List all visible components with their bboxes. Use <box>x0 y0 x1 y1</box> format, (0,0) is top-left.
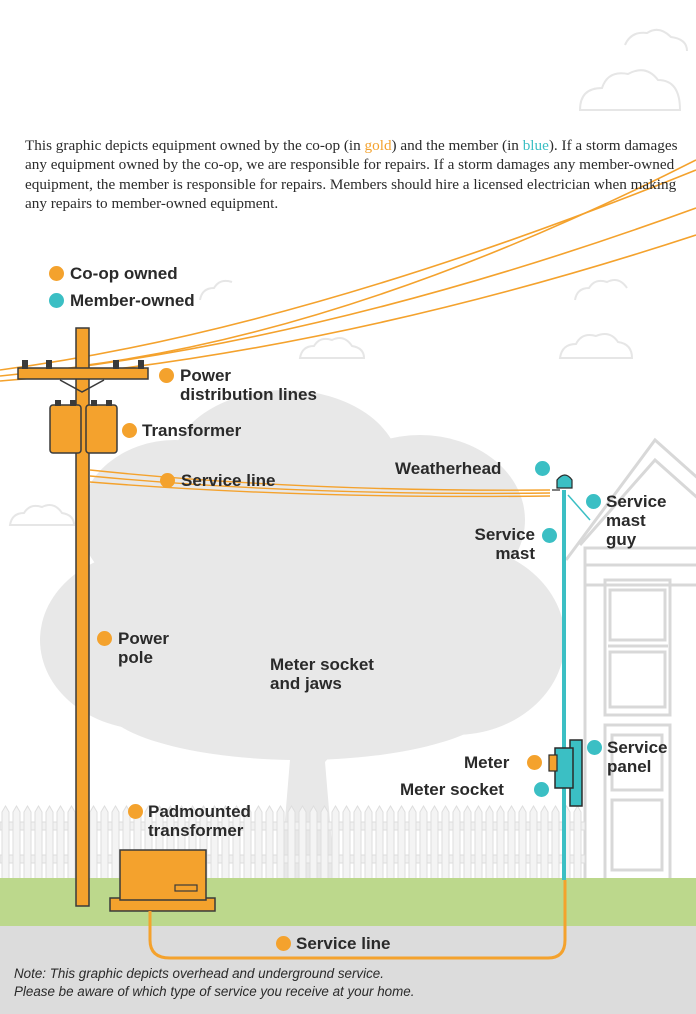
fence-picket <box>375 805 384 881</box>
meter-graphic <box>548 739 583 807</box>
fence-picket <box>540 805 549 881</box>
blue-word: blue <box>522 137 549 154</box>
gold-word: gold <box>364 137 392 154</box>
fence-picket <box>1 805 10 881</box>
service-mast-label: Service mast <box>474 525 536 563</box>
meter-socket-dot <box>534 782 549 797</box>
power-pole-graphic <box>17 327 149 907</box>
legend-coop-label: Co-op owned <box>70 264 178 283</box>
weatherhead-label: Weatherhead <box>395 459 502 478</box>
fence-picket <box>353 805 362 881</box>
service-line-underground-dot <box>276 936 291 951</box>
power-pole-dot <box>97 631 112 646</box>
fence-picket <box>111 805 120 881</box>
power-pole-label: Power pole <box>118 629 170 667</box>
fence-picket <box>254 805 263 881</box>
fence-picket <box>408 805 417 881</box>
clouds <box>8 28 688 526</box>
fence-picket <box>485 805 494 881</box>
underground-service-line-graphic <box>148 880 567 960</box>
legend-coop-dot <box>49 266 64 281</box>
fence-picket <box>441 805 450 881</box>
padmounted-transformer-graphic <box>109 849 216 912</box>
service-mast-graphic <box>552 474 591 880</box>
meter-label: Meter <box>464 753 510 772</box>
service-mast-dot <box>542 528 557 543</box>
power-distribution-lines-label: Power distribution lines <box>180 366 317 404</box>
fence-picket <box>67 805 76 881</box>
fence-picket <box>474 805 483 881</box>
fence-picket <box>529 805 538 881</box>
service-panel-dot <box>587 740 602 755</box>
service-mast-guy-dot <box>586 494 601 509</box>
ground <box>0 926 696 1014</box>
transformer-label: Transformer <box>142 421 242 440</box>
power-distribution-lines-dot <box>159 368 174 383</box>
fence-picket <box>364 805 373 881</box>
fence-picket <box>518 805 527 881</box>
padmounted-transformer-dot <box>128 804 143 819</box>
fence-picket <box>45 805 54 881</box>
grass <box>0 878 696 926</box>
fence-picket <box>386 805 395 881</box>
fence-picket <box>430 805 439 881</box>
fence-picket <box>309 805 318 881</box>
service-panel-label: Service panel <box>607 738 668 776</box>
service-line-underground-label: Service line <box>296 934 391 953</box>
padmounted-transformer-label: Padmounted transformer <box>148 802 251 840</box>
fence-picket <box>507 805 516 881</box>
fence-picket <box>342 805 351 881</box>
note: Note: This graphic depicts overhead and … <box>14 966 415 999</box>
meter-socket-and-jaws-label: Meter socket and jaws <box>270 655 374 693</box>
fence-picket <box>23 805 32 881</box>
legend-member-dot <box>49 293 64 308</box>
weatherhead-dot <box>535 461 550 476</box>
intro-paragraph: This graphic depicts equipment owned by … <box>25 137 678 212</box>
fence-picket <box>265 805 274 881</box>
fence-picket <box>419 805 428 881</box>
fence-picket <box>287 805 296 881</box>
fence-picket <box>276 805 285 881</box>
transformer-dot <box>122 423 137 438</box>
fence-picket <box>320 805 329 881</box>
fence-picket <box>397 805 406 881</box>
meter-dot <box>527 755 542 770</box>
legend-member-label: Member-owned <box>70 291 195 310</box>
fence-picket <box>496 805 505 881</box>
fence-picket <box>573 805 582 881</box>
fence-picket <box>12 805 21 881</box>
fence-picket <box>298 805 307 881</box>
tree <box>40 390 565 880</box>
service-line-overhead-label: Service line <box>181 471 276 490</box>
fence-picket <box>331 805 340 881</box>
fence-picket <box>463 805 472 881</box>
house <box>564 437 696 890</box>
fence-picket <box>452 805 461 881</box>
fence-picket <box>34 805 43 881</box>
service-line-overhead-dot <box>160 473 175 488</box>
fence-picket <box>100 805 109 881</box>
overhead-service-line-graphic <box>89 469 551 498</box>
fence-picket <box>551 805 560 881</box>
meter-socket-label: Meter socket <box>400 780 504 799</box>
fence-picket <box>56 805 65 881</box>
fence-picket <box>89 805 98 881</box>
service-mast-guy-label: Service mast guy <box>606 492 667 549</box>
